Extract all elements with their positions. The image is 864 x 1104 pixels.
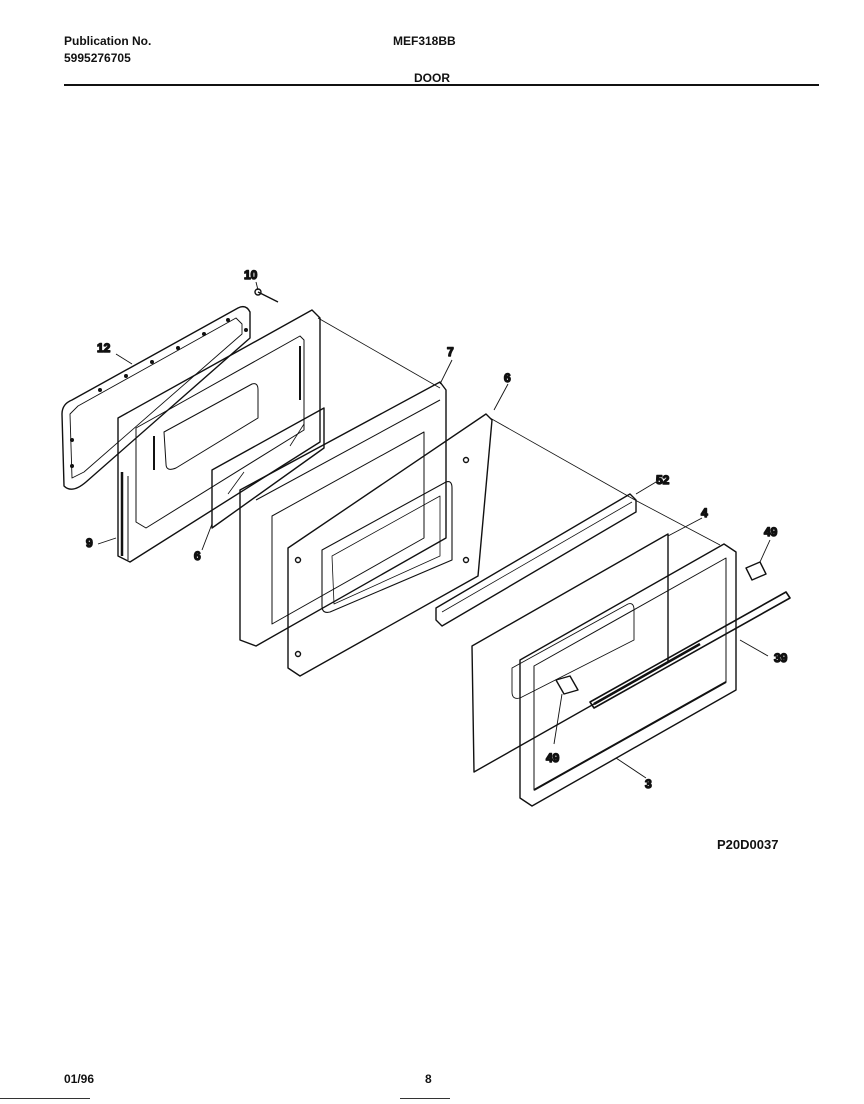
handle-part-39	[589, 591, 791, 709]
door-insulation-part-7	[239, 381, 447, 647]
footer-rule-left	[0, 1098, 90, 1099]
publication-number: 5995276705	[64, 51, 131, 65]
section-title: DOOR	[414, 71, 450, 85]
screw-part-10	[254, 288, 279, 303]
model-number: MEF318BB	[393, 34, 456, 48]
callout-39: 39	[774, 651, 788, 665]
callout-3: 3	[645, 777, 652, 791]
callout-6-top: 6	[504, 371, 511, 385]
channel-strip-part-52	[435, 493, 637, 627]
callout-9: 9	[86, 536, 93, 550]
callout-10: 10	[244, 268, 258, 282]
exploded-door-diagram: 10 12 7 6 9 6 52 4 49 39 49 3	[61, 267, 791, 807]
page-number: 8	[425, 1072, 432, 1086]
assembly-lines	[317, 317, 721, 546]
footer-date: 01/96	[64, 1072, 95, 1086]
drawing-code: P20D0037	[717, 837, 779, 852]
inner-glass-part-6	[211, 407, 325, 529]
callout-49-bottom: 49	[546, 751, 560, 765]
callout-49-top: 49	[764, 525, 778, 539]
callout-4: 4	[701, 506, 708, 520]
door-gasket-part-12	[61, 305, 251, 490]
callout-7: 7	[447, 345, 454, 359]
inner-door-liner-part-9	[117, 309, 321, 563]
door-panel-part-6	[287, 413, 493, 677]
callouts: 10 12 7 6 9 6 52 4 49 39 49 3	[85, 267, 788, 791]
end-cap-part-49	[555, 561, 767, 695]
footer-rule-center	[400, 1098, 450, 1099]
callout-52: 52	[656, 473, 670, 487]
callout-6-bottom: 6	[194, 549, 201, 563]
callout-12: 12	[97, 341, 111, 355]
leader-lines	[97, 281, 771, 779]
outer-door-frame-part-3	[519, 543, 737, 807]
publication-label: Publication No.	[64, 34, 152, 48]
header-rule	[64, 84, 819, 86]
